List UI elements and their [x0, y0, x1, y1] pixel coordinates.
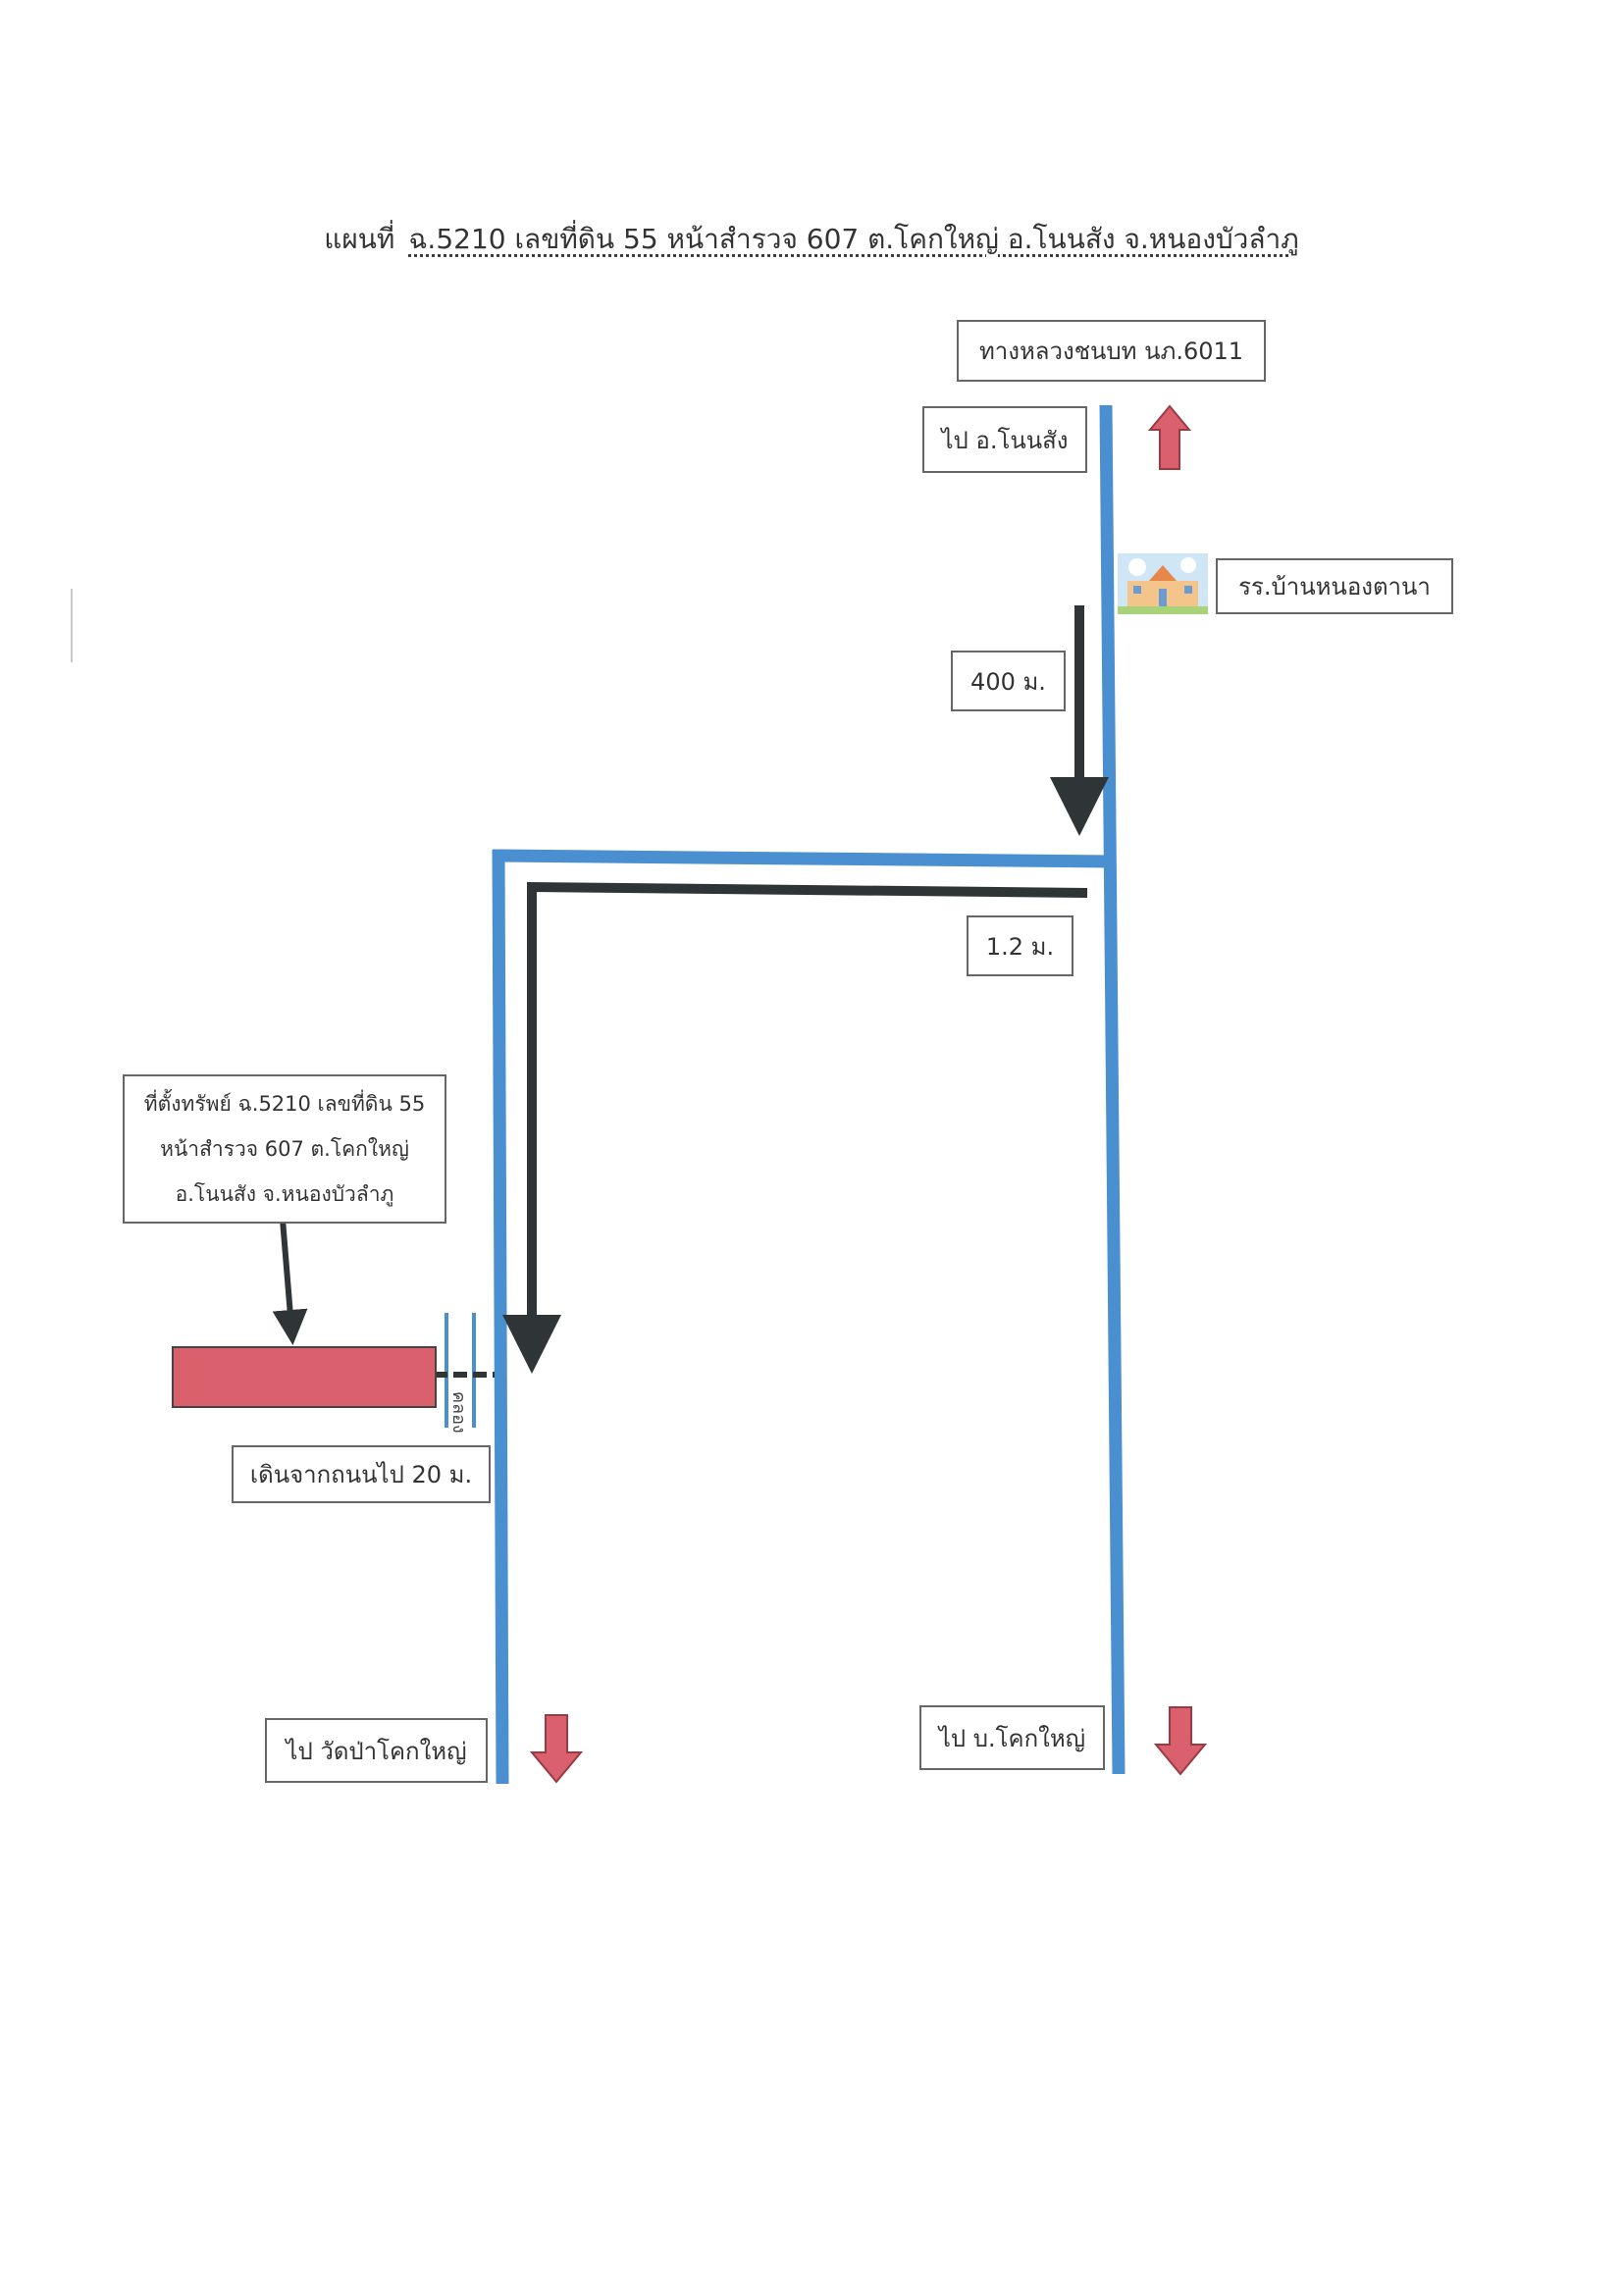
map-title: แผนที่ ฉ.5210 เลขที่ดิน 55 หน้าสำรวจ 607 …: [0, 218, 1623, 261]
distance-1-2-label-text: 1.2 ม.: [985, 932, 1055, 961]
walk-20m-label-text: เดินจากถนนไป 20 ม.: [249, 1461, 473, 1488]
to-khokyai-label-text: ไป บ.โคกใหญ่: [938, 1724, 1086, 1752]
property-parcel: [172, 1346, 437, 1408]
to-khokyai-label: ไป บ.โคกใหญ่: [919, 1705, 1105, 1770]
red-down-arrow-icon: [529, 1714, 584, 1784]
distance-1-2-label: 1.2 ม.: [967, 915, 1073, 976]
distance-400-label-text: 400 ม.: [970, 667, 1046, 696]
branch-road-horizontal: [492, 849, 1114, 868]
property-location-label: ที่ตั้งทรัพย์ ฉ.5210 เลขที่ดิน 55 หน้าสำ…: [123, 1074, 446, 1224]
walk-20m-label: เดินจากถนนไป 20 ม.: [232, 1445, 491, 1503]
property-pointer-arrow: [272, 1219, 308, 1345]
property-label-line1: ที่ตั้งทรัพย์ ฉ.5210 เลขที่ดิน 55: [143, 1092, 426, 1116]
to-nonsang-label: ไป อ.โนนสัง: [922, 406, 1087, 473]
to-wat-label: ไป วัดป่าโคกใหญ่: [265, 1718, 488, 1783]
rural-road: [1099, 404, 1126, 1775]
scan-mark: [71, 589, 73, 662]
map-title-detail: ฉ.5210 เลขที่ดิน 55 หน้าสำรวจ 607 ต.โคกใ…: [408, 223, 1299, 255]
to-nonsang-label-text: ไป อ.โนนสัง: [941, 426, 1069, 454]
route-arrow-branch: [502, 881, 1088, 1374]
red-up-arrow-icon: [1147, 404, 1192, 470]
rural-road-label: ทางหลวงชนบท นภ.6011: [957, 320, 1266, 382]
property-label-line2: หน้าสำรวจ 607 ต.โคกใหญ่: [160, 1137, 409, 1161]
rural-road-label-text: ทางหลวงชนบท นภ.6011: [978, 338, 1244, 365]
school-label: รร.บ้านหนองตานา: [1216, 558, 1453, 614]
school-label-text: รร.บ้านหนองตานา: [1238, 573, 1431, 600]
distance-400-label: 400 ม.: [951, 651, 1066, 711]
canal-label: คลอง: [448, 1391, 469, 1434]
map-title-prefix: แผนที่: [324, 223, 395, 255]
to-wat-label-text: ไป วัดป่าโคกใหญ่: [286, 1737, 467, 1765]
red-down-arrow-icon: [1153, 1706, 1208, 1776]
school-building-icon: [1118, 553, 1208, 614]
property-label-line3: อ.โนนสัง จ.หนองบัวลำภู: [175, 1182, 394, 1206]
branch-road-vertical: [492, 849, 509, 1785]
